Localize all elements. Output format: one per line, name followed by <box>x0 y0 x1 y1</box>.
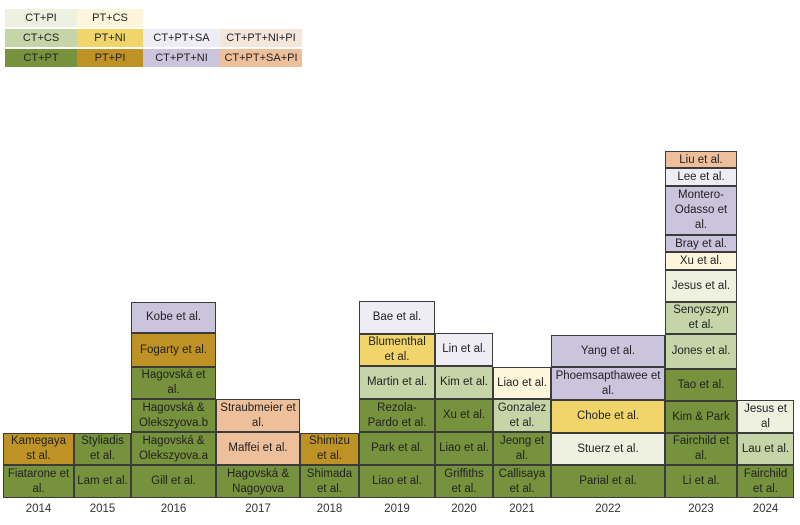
study-block: Bray et al. <box>665 235 737 252</box>
study-block: Xu et al. <box>665 252 737 270</box>
study-block: Bae et al. <box>359 301 435 334</box>
study-block: Hagovská & Olekszyova.a <box>131 432 216 465</box>
year-label: 2016 <box>160 503 187 515</box>
legend-item: CT+PT+NI <box>143 49 220 68</box>
year-label: 2022 <box>595 503 621 515</box>
study-block: Liao et al. <box>435 432 493 465</box>
study-block: Kim et al. <box>435 366 493 399</box>
legend-item: CT+PT+NI+PI <box>220 29 302 48</box>
legend-item: PT+PI <box>77 49 143 68</box>
year-label: 2023 <box>688 503 714 515</box>
study-block: Hagovská et al. <box>131 367 216 399</box>
study-block: Parial et al. <box>551 465 665 498</box>
study-block: Styliadis et al. <box>74 433 131 465</box>
year-label: 2019 <box>384 503 410 515</box>
study-block: Blumenthal et al. <box>359 334 435 366</box>
study-block: Griffiths et al. <box>435 465 493 498</box>
study-block: Park et al. <box>359 432 435 465</box>
study-block: Rezola-Pardo et al. <box>359 399 435 432</box>
study-block: Lin et al. <box>435 333 493 366</box>
legend-item: PT+NI <box>77 29 143 48</box>
study-block: Sencyszyn et al. <box>665 302 737 334</box>
study-block: Shimizu et al. <box>300 433 359 465</box>
legend-item: CT+PT+SA+PI <box>220 49 302 68</box>
study-block: Lam et al. <box>74 465 131 498</box>
study-block: Shimada et al. <box>300 465 359 498</box>
study-block: Liao et al. <box>493 367 551 399</box>
study-block: Straubmeier et al. <box>216 399 300 432</box>
study-block: Fogarty et al. <box>131 333 216 367</box>
study-block: Fairchild et al. <box>737 465 794 498</box>
legend-item: CT+PT+SA <box>143 29 220 48</box>
study-block: Maffei et al. <box>216 432 300 465</box>
study-block: Martin et al. <box>359 366 435 399</box>
study-block: Gonzalez et al. <box>493 399 551 432</box>
year-label: 2020 <box>451 503 477 515</box>
study-block: Tao et al. <box>665 369 737 401</box>
study-block: Montero-Odasso et al. <box>665 186 737 235</box>
study-block: Xu et al. <box>435 399 493 432</box>
study-block: Liu et al. <box>665 151 737 168</box>
study-block: Li et al. <box>665 465 737 498</box>
legend-item: CT+PI <box>5 9 77 28</box>
study-block: Liao et al. <box>359 465 435 498</box>
study-block: Fiatarone et al. <box>3 465 74 498</box>
study-block: Jeong et al. <box>493 432 551 465</box>
study-block: Jones et al. <box>665 334 737 369</box>
legend-item: PT+CS <box>77 9 143 28</box>
study-block: Gill et al. <box>131 465 216 498</box>
study-block: Jesus et al. <box>665 270 737 302</box>
year-label: 2017 <box>245 503 271 515</box>
study-block: Hagovská & Nagoyova <box>216 465 300 498</box>
year-label: 2015 <box>89 503 116 515</box>
study-block: Lee et al. <box>665 168 737 186</box>
legend-item: CT+CS <box>5 29 77 48</box>
study-block: Chobe et al. <box>551 400 665 433</box>
study-block: Kobe et al. <box>131 302 216 333</box>
year-label: 2021 <box>509 503 535 515</box>
study-block: Yang et al. <box>551 335 665 367</box>
study-block: Jesus et al <box>737 400 794 433</box>
study-block: Stuerz et al. <box>551 433 665 465</box>
study-block: Phoemsapthawee et al. <box>551 367 665 400</box>
year-label: 2018 <box>316 503 343 515</box>
legend-item: CT+PT <box>5 49 77 68</box>
study-block: Callisaya et al. <box>493 465 551 498</box>
study-block: Kamegaya st al. <box>3 433 74 465</box>
study-block: Fairchild et al. <box>665 433 737 465</box>
study-block: Hagovská & Olekszyova.b <box>131 399 216 432</box>
study-block: Kim & Park <box>665 401 737 433</box>
year-label: 2024 <box>752 503 779 515</box>
study-block: Lau et al. <box>737 433 794 465</box>
year-label: 2014 <box>25 503 52 515</box>
